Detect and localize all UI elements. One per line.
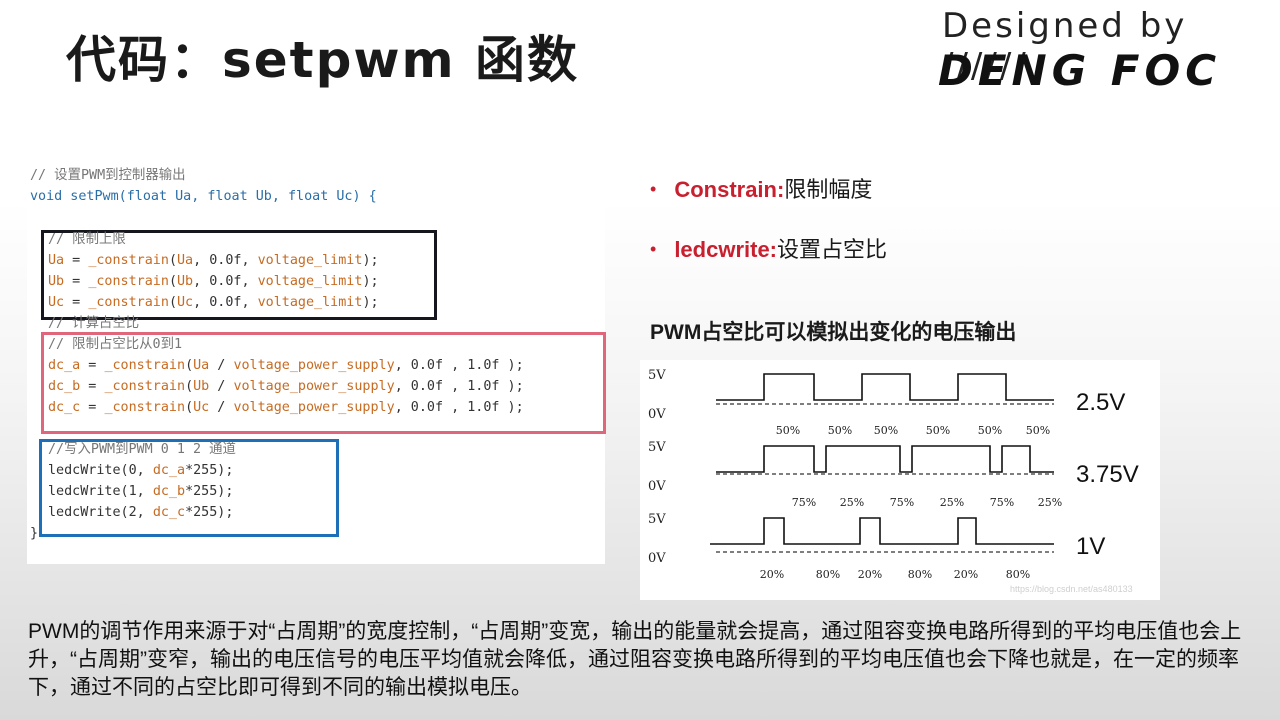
duty-cycle-label: 25% (1038, 496, 1062, 509)
code-line: //写入PWM到PWM 0 1 2 通道 (48, 442, 236, 457)
bullet-value: 设置占空比 (777, 237, 888, 262)
duty-cycle-label: 50% (874, 424, 898, 437)
duty-cycle-label: 80% (908, 568, 932, 581)
average-voltage-label: 3.75V (1076, 461, 1139, 488)
code-line: ledcWrite(1, dc_b*255); (48, 484, 234, 499)
duty-cycle-label: 20% (954, 568, 978, 581)
duty-cycle-label: 20% (760, 568, 784, 581)
pwm-waveform (710, 517, 1054, 545)
duty-cycle-label: 25% (840, 496, 864, 509)
code-line: ledcWrite(0, dc_a*255); (48, 463, 234, 478)
duty-cycle-label: 80% (1006, 568, 1030, 581)
bullet-key: ledcwrite: (674, 237, 778, 262)
code-line: dc_b = _constrain(Ub / voltage_power_sup… (48, 379, 524, 394)
duty-cycle-label: 75% (792, 496, 816, 509)
voltage-high-label: 5V (648, 440, 666, 455)
bullet-value: 限制幅度 (784, 177, 873, 202)
page-title: 代码：setpwm 函数 (66, 31, 580, 89)
duty-cycle-label: 50% (978, 424, 1002, 437)
average-voltage-label: 2.5V (1076, 389, 1125, 416)
brand-logo: DENG FOC (938, 46, 1222, 95)
code-line: void setPwm(float Ua, float Ub, float Uc… (30, 189, 377, 204)
bullet-key: Constrain: (674, 177, 785, 202)
code-line: } (30, 526, 39, 541)
code-line: Uc = _constrain(Uc, 0.0f, voltage_limit)… (48, 295, 379, 310)
pwm-caption: PWM占空比可以模拟出变化的电压输出 (650, 321, 1017, 344)
highlight-box-write (39, 439, 339, 537)
bullet-dot-icon: • (650, 239, 657, 259)
pwm-waveform (716, 445, 1054, 473)
brand-tagline: Designed by ////// (942, 6, 1188, 86)
voltage-high-label: 5V (648, 368, 666, 383)
watermark: https://blog.csdn.net/as480133 (1010, 584, 1133, 594)
duty-cycle-label: 25% (940, 496, 964, 509)
bullet-item-ledcwrite: • ledcwrite:设置占空比 (650, 232, 887, 264)
voltage-low-label: 0V (648, 407, 666, 422)
voltage-high-label: 5V (648, 512, 666, 527)
duty-cycle-label: 20% (858, 568, 882, 581)
code-screenshot: // 设置PWM到控制器输出 void setPwm(float Ua, floa… (27, 157, 606, 564)
voltage-low-label: 0V (648, 479, 666, 494)
duty-cycle-label: 75% (890, 496, 914, 509)
code-line: // 计算占空比 (48, 316, 140, 331)
code-line: Ua = _constrain(Ua, 0.0f, voltage_limit)… (48, 253, 379, 268)
bullet-dot-icon: • (650, 179, 657, 199)
duty-cycle-label: 50% (1026, 424, 1050, 437)
code-line: dc_a = _constrain(Ua / voltage_power_sup… (48, 358, 524, 373)
duty-cycle-label: 50% (828, 424, 852, 437)
highlight-box-duty (41, 332, 606, 434)
duty-cycle-label: 50% (776, 424, 800, 437)
code-line: // 设置PWM到控制器输出 (30, 168, 186, 183)
pwm-waveform-figure: 5V 0V 2.5V 50% 50% 50% 50% 50% 50% 5V 0V 3.75V 75% 25… (640, 360, 1160, 600)
pwm-waveform (716, 373, 1054, 401)
average-voltage-label: 1V (1076, 533, 1105, 560)
duty-cycle-label: 75% (990, 496, 1014, 509)
bullet-item-constrain: • Constrain:限制幅度 (650, 172, 872, 204)
code-line: dc_c = _constrain(Uc / voltage_power_sup… (48, 400, 524, 415)
duty-cycle-label: 80% (816, 568, 840, 581)
voltage-low-label: 0V (648, 551, 666, 566)
code-line: Ub = _constrain(Ub, 0.0f, voltage_limit)… (48, 274, 379, 289)
duty-cycle-label: 50% (926, 424, 950, 437)
code-line: // 限制上限 (48, 232, 126, 247)
code-line: ledcWrite(2, dc_c*255); (48, 505, 234, 520)
explanation-paragraph: PWM的调节作用来源于对“占周期”的宽度控制，“占周期”变宽，输出的能量就会提高… (28, 620, 1242, 699)
code-line: // 限制占空比从0到1 (48, 337, 183, 352)
pwm-waveform-svg: 5V 0V 2.5V 50% 50% 50% 50% 50% 50% 5V 0V 3.75V 75% 25… (648, 368, 1139, 594)
highlight-box-limit (41, 230, 437, 320)
